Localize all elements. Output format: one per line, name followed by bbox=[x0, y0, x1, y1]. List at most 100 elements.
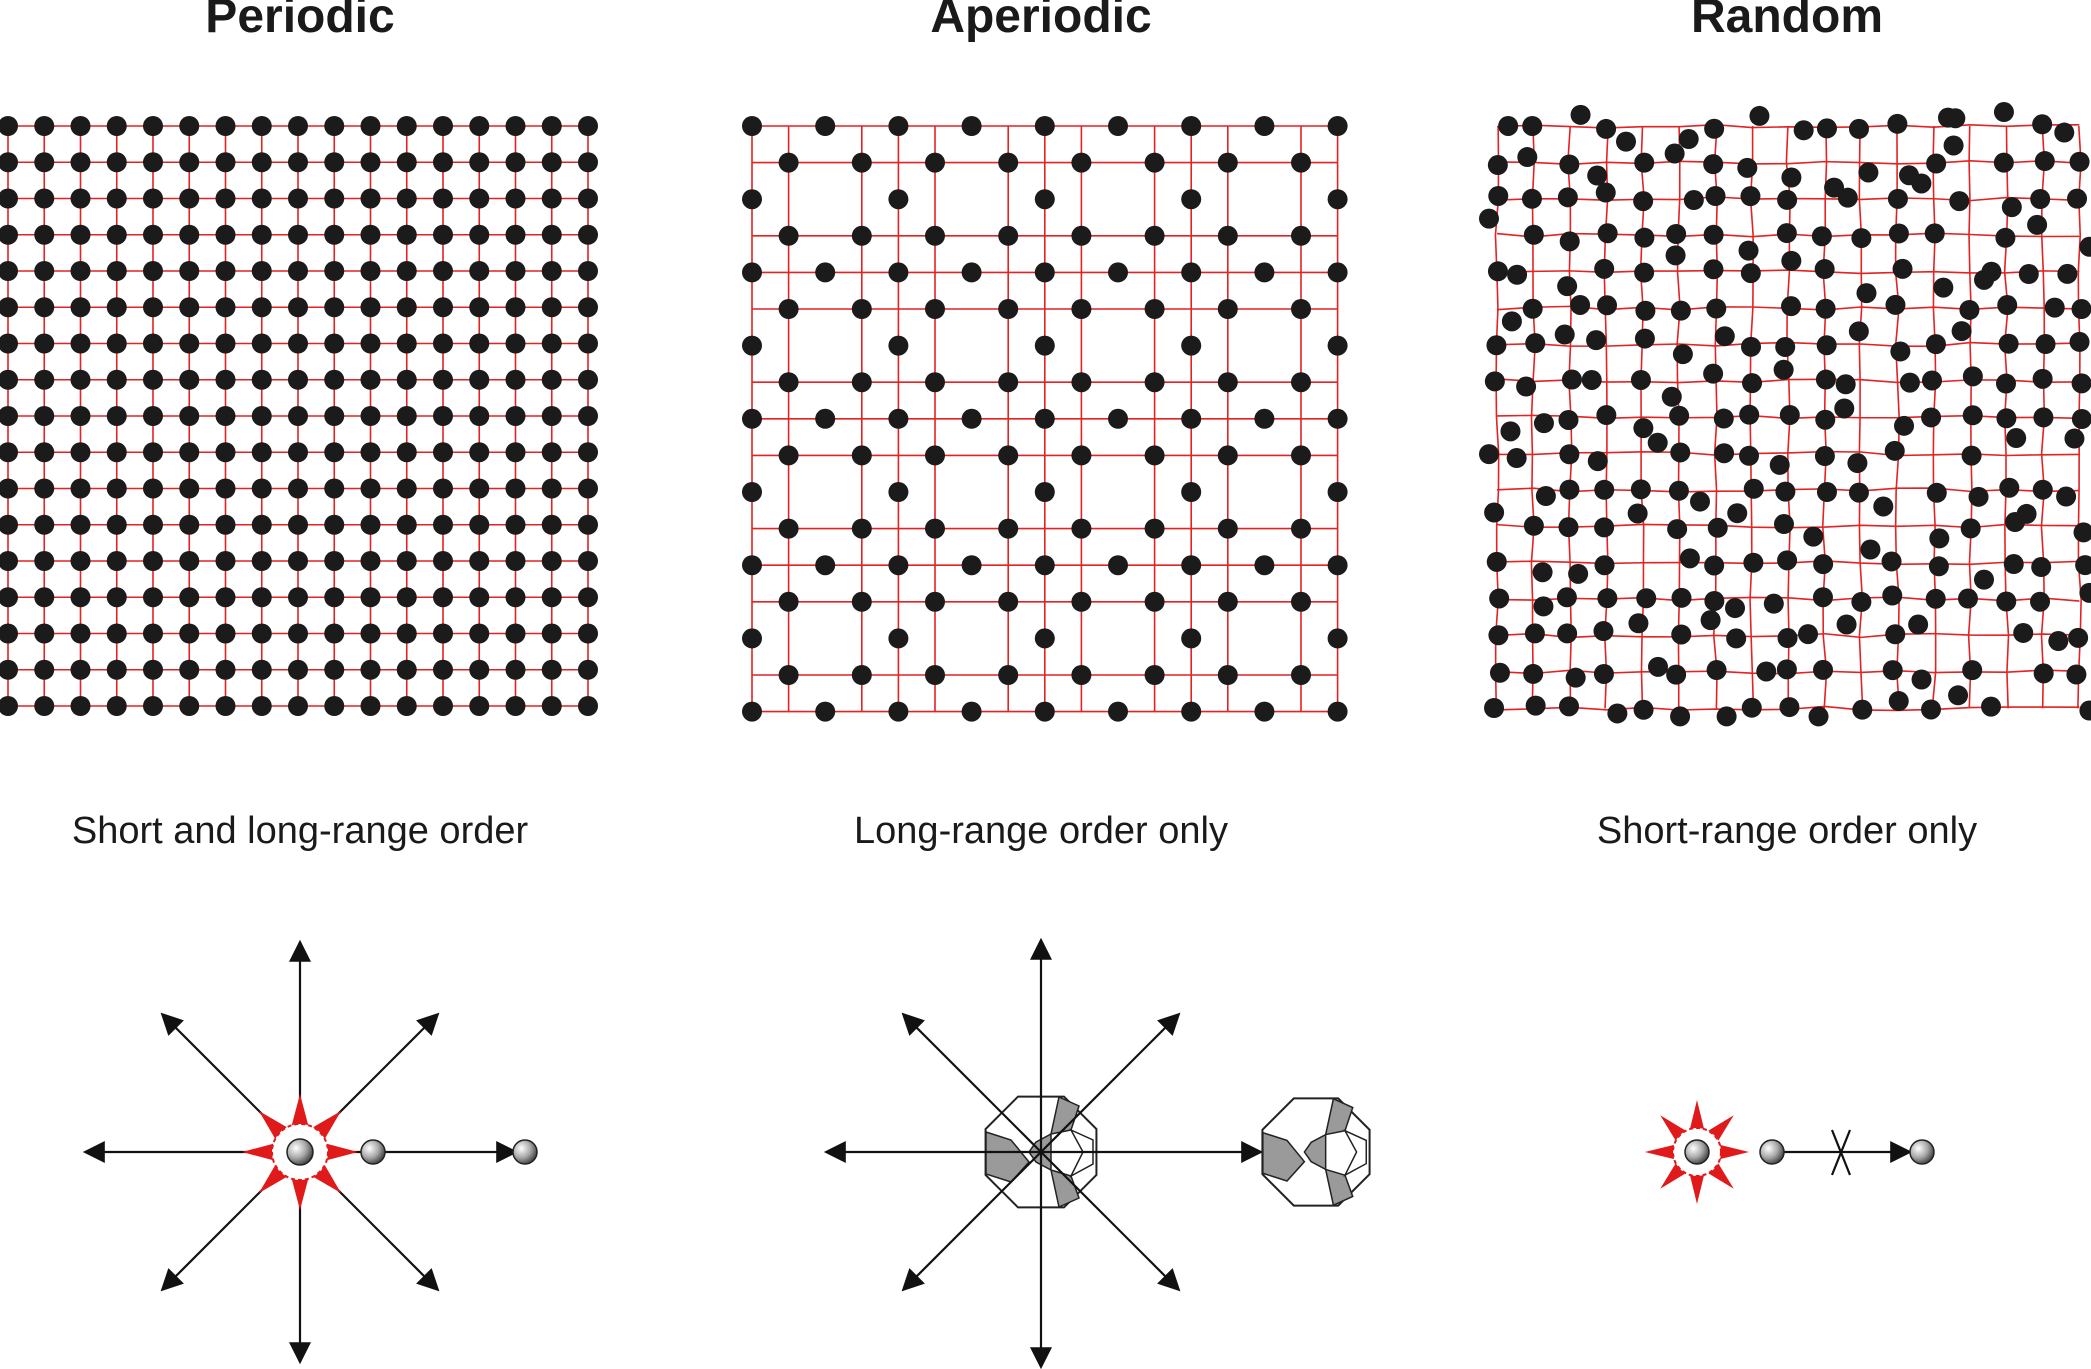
grid-line bbox=[1496, 596, 2080, 602]
atom-dot bbox=[888, 335, 909, 356]
atom-dot bbox=[143, 152, 163, 173]
atom-dot bbox=[1769, 454, 1790, 475]
atom-dot bbox=[1933, 277, 1954, 298]
atom-dot bbox=[143, 659, 163, 680]
atom-dot bbox=[215, 551, 236, 571]
atom-dot bbox=[2054, 122, 2075, 143]
atom-dot bbox=[360, 478, 381, 499]
atom-dot bbox=[433, 188, 453, 209]
atom-dot bbox=[34, 261, 55, 281]
atom-dot bbox=[2032, 368, 2053, 389]
atom-dot bbox=[469, 152, 490, 173]
atom-sphere-icon bbox=[1909, 1139, 1935, 1165]
atom-dot bbox=[324, 659, 345, 680]
atom-dot bbox=[1960, 518, 1981, 539]
atom-dot bbox=[106, 369, 127, 390]
neighbor-arrow-icon bbox=[1719, 1144, 1749, 1160]
atom-dot bbox=[541, 551, 562, 571]
atom-dot bbox=[815, 408, 836, 429]
atom-dot bbox=[1034, 408, 1055, 429]
atom-dot bbox=[396, 116, 417, 136]
atom-dot bbox=[1034, 116, 1055, 136]
atom-dot bbox=[998, 299, 1019, 319]
atom-dot bbox=[1781, 250, 1802, 271]
atom-dot bbox=[1595, 182, 1616, 203]
atom-dot bbox=[778, 372, 799, 393]
atom-dot bbox=[0, 587, 18, 608]
atom-dot bbox=[251, 623, 272, 644]
atom-dot bbox=[1808, 706, 1829, 727]
atom-dot bbox=[179, 297, 200, 318]
atom-dot bbox=[578, 478, 598, 499]
atom-dot bbox=[1034, 189, 1055, 210]
atom-dot bbox=[288, 224, 308, 245]
tile-shape bbox=[1262, 1131, 1306, 1182]
atom-dot bbox=[70, 587, 91, 608]
atom-dot bbox=[70, 659, 91, 680]
atom-dot bbox=[1671, 587, 1692, 608]
atom-dot bbox=[106, 442, 127, 463]
atom-dot bbox=[1034, 628, 1055, 649]
atom-dot bbox=[1634, 152, 1655, 173]
atom-dot bbox=[2079, 700, 2091, 721]
atom-dot bbox=[1593, 621, 1614, 642]
atom-dot bbox=[106, 623, 127, 644]
atom-dot bbox=[888, 628, 909, 649]
atom-dot bbox=[1634, 227, 1655, 248]
atom-dot bbox=[1949, 191, 1970, 212]
atom-dot bbox=[505, 406, 526, 426]
atom-dot bbox=[505, 514, 526, 535]
atom-dot bbox=[1533, 596, 1554, 617]
atom-dot bbox=[2044, 297, 2065, 318]
atom-dot bbox=[2032, 479, 2053, 500]
atom-dot bbox=[851, 665, 872, 685]
atom-dot bbox=[888, 189, 909, 210]
atom-dot bbox=[2033, 663, 2054, 684]
atom-dot bbox=[1793, 120, 1814, 141]
atom-dot bbox=[360, 623, 381, 644]
atom-dot bbox=[288, 478, 308, 499]
atom-dot bbox=[433, 406, 453, 426]
atom-dot bbox=[0, 224, 18, 245]
atom-dot bbox=[1557, 276, 1578, 297]
atom-dot bbox=[505, 442, 526, 463]
atom-dot bbox=[469, 551, 490, 571]
atom-dot bbox=[578, 659, 598, 680]
atom-dot bbox=[1181, 335, 1202, 356]
atom-dot bbox=[742, 116, 762, 136]
atom-dot bbox=[1217, 299, 1238, 319]
atom-dot bbox=[1814, 259, 1835, 280]
neighbor-arrow-icon bbox=[291, 1178, 309, 1210]
atom-dot bbox=[1647, 432, 1668, 453]
atom-dot bbox=[1814, 446, 1835, 467]
atom-dot bbox=[1516, 376, 1537, 397]
atom-dot bbox=[396, 224, 417, 245]
atom-dot bbox=[1559, 154, 1580, 175]
atom-dot bbox=[541, 659, 562, 680]
atom-dot bbox=[1882, 585, 1903, 606]
atom-dot bbox=[541, 261, 562, 281]
atom-dot bbox=[324, 333, 345, 354]
atom-dot bbox=[1581, 369, 1602, 390]
atom-dot bbox=[1507, 264, 1528, 285]
atom-dot bbox=[0, 551, 18, 571]
atom-dot bbox=[1834, 398, 1855, 419]
atom-dot bbox=[106, 478, 127, 499]
atom-dot bbox=[1489, 662, 1510, 683]
atom-dot bbox=[360, 514, 381, 535]
atom-dot bbox=[925, 518, 945, 539]
atom-dot bbox=[433, 333, 453, 354]
atom-dot bbox=[34, 478, 55, 499]
atom-dot bbox=[251, 297, 272, 318]
atom-dot bbox=[2056, 486, 2077, 507]
atom-dot bbox=[578, 406, 598, 426]
atom-dot bbox=[106, 333, 127, 354]
atom-dot bbox=[469, 696, 490, 716]
atom-dot bbox=[2006, 428, 2027, 449]
atom-dot bbox=[1716, 706, 1737, 727]
atom-dot bbox=[1968, 486, 1989, 507]
atom-dot bbox=[1524, 623, 1545, 644]
atom-dot bbox=[1034, 335, 1055, 356]
atom-dot bbox=[143, 623, 163, 644]
atom-dot bbox=[961, 701, 982, 722]
